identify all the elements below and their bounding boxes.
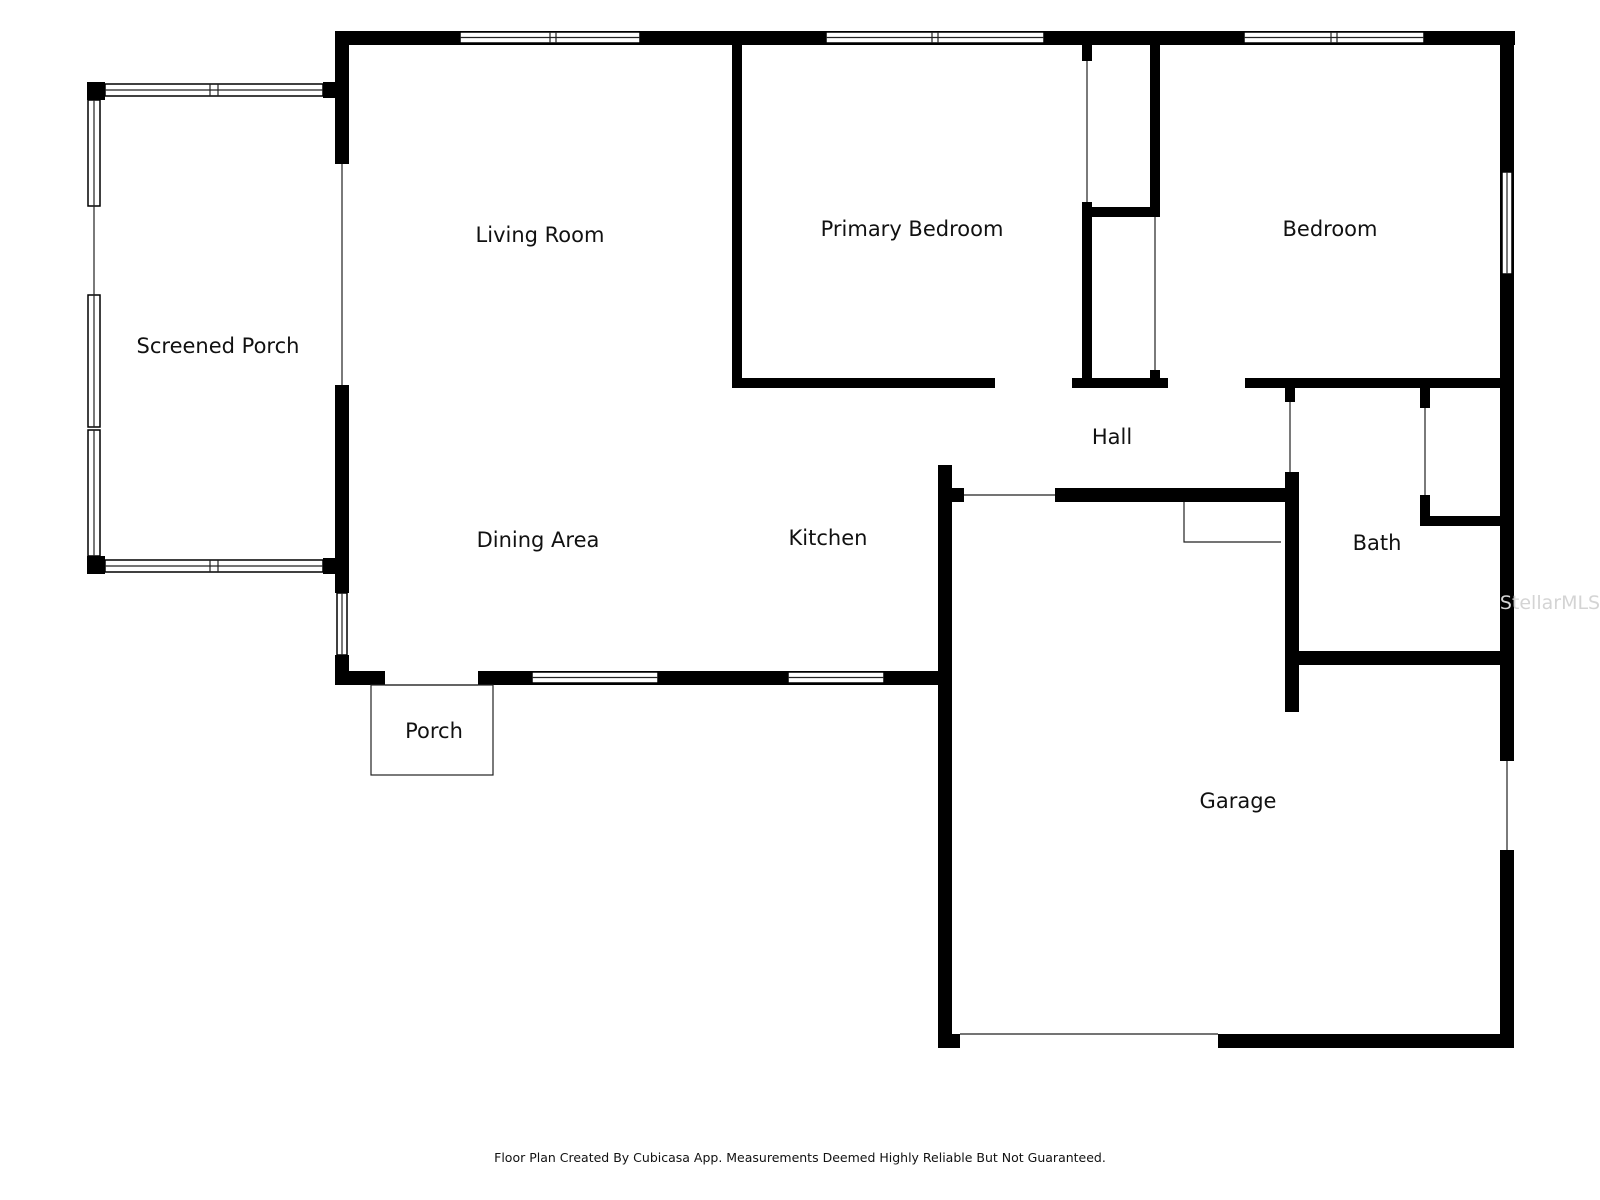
label-screened-porch: Screened Porch bbox=[137, 334, 300, 358]
wall-left-upper bbox=[335, 31, 349, 164]
wall-garage-top-left bbox=[938, 488, 964, 502]
wall-right-lower bbox=[1500, 850, 1514, 1048]
garage-fixture bbox=[1183, 502, 1281, 543]
wall-primary-bottom bbox=[732, 378, 995, 388]
label-kitchen: Kitchen bbox=[789, 526, 868, 550]
wall-closet-a-top bbox=[1082, 31, 1092, 61]
front-porch-outline bbox=[370, 684, 494, 776]
label-hall: Hall bbox=[1092, 425, 1132, 449]
porch-corner-tl bbox=[87, 82, 105, 100]
label-living-room: Living Room bbox=[476, 223, 605, 247]
watermark: StellarMLS bbox=[1500, 592, 1600, 614]
footer-disclaimer: Floor Plan Created By Cubicasa App. Meas… bbox=[494, 1150, 1106, 1165]
wall-closet-bottom bbox=[1072, 378, 1168, 388]
wall-left-mid bbox=[335, 385, 349, 593]
wall-linen-left bbox=[1420, 495, 1430, 525]
wall-closet-b bbox=[1150, 31, 1160, 217]
porch-corner-br bbox=[323, 558, 341, 574]
wall-closet-a-lower bbox=[1082, 202, 1092, 388]
wall-garage-left bbox=[938, 465, 952, 1048]
wall-primary-left bbox=[732, 31, 742, 388]
porch-corner-bl bbox=[87, 556, 105, 574]
label-bedroom: Bedroom bbox=[1283, 217, 1378, 241]
porch-corner-tr bbox=[323, 82, 341, 98]
label-porch: Porch bbox=[405, 719, 463, 743]
wall-kitchen-stub bbox=[938, 465, 952, 489]
wall-bottom-left bbox=[335, 671, 385, 685]
wall-linen-left-top bbox=[1420, 378, 1430, 408]
wall-garage-bottom-left bbox=[938, 1034, 960, 1048]
label-garage: Garage bbox=[1200, 789, 1277, 813]
wall-bedroom-bottom bbox=[1245, 378, 1514, 388]
wall-garage-top bbox=[1055, 488, 1295, 502]
wall-linen-bottom bbox=[1420, 516, 1514, 526]
wall-bath-left bbox=[1285, 472, 1299, 712]
wall-garage-bottom-right bbox=[1218, 1034, 1514, 1048]
label-primary-bedroom: Primary Bedroom bbox=[821, 217, 1004, 241]
wall-bath-bottom bbox=[1285, 651, 1514, 665]
wall-closet-shelf bbox=[1082, 207, 1152, 217]
wall-bath-left-top bbox=[1285, 378, 1295, 402]
label-bath: Bath bbox=[1353, 531, 1402, 555]
label-dining-area: Dining Area bbox=[477, 528, 600, 552]
